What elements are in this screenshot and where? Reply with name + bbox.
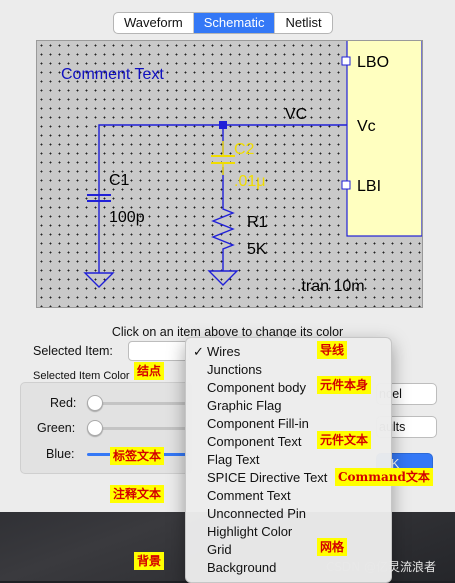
pin-label-lbi[interactable]: LBI (357, 178, 381, 195)
ground-r1[interactable] (207, 270, 239, 286)
color-sliders-group: Red: Green: Blue: (20, 382, 192, 474)
tab-waveform[interactable]: Waveform (114, 13, 194, 33)
green-label: Green: (37, 421, 76, 435)
r1-value[interactable]: 5K (247, 241, 267, 258)
menu-item-background[interactable]: Background (207, 560, 277, 575)
green-slider-knob[interactable] (87, 420, 103, 436)
selected-item-dropdown-menu: ✓Wires Junctions Component body Graphic … (185, 337, 392, 583)
c1-name[interactable]: C1 (109, 172, 130, 189)
menu-item-wires[interactable]: ✓Wires (193, 344, 241, 359)
green-slider-track[interactable] (89, 427, 189, 430)
color-settings-dialog: Waveform Schematic Netlist (0, 0, 455, 512)
r1-name[interactable]: R1 (247, 214, 268, 231)
c2-value[interactable]: .01μ (234, 173, 265, 190)
spice-directive-text[interactable]: .tran 10m (297, 278, 365, 295)
tab-schematic[interactable]: Schematic (193, 13, 276, 33)
pin-label-vc[interactable]: Vc (357, 118, 376, 135)
menu-item-spice-directive-text[interactable]: SPICE Directive Text (207, 470, 328, 485)
annotation-component-body: 元件本身 (317, 376, 372, 394)
annotation-grid: 网格 (317, 538, 348, 556)
selected-item-label: Selected Item: (33, 344, 113, 358)
tab-segmented-control: Waveform Schematic Netlist (113, 12, 333, 34)
pin-lbo-square[interactable] (341, 56, 351, 66)
menu-item-flag-text[interactable]: Flag Text (207, 452, 260, 467)
annotation-comment-text: 注释文本 (110, 485, 165, 503)
junction-dot[interactable] (219, 121, 227, 129)
ground-c1[interactable] (83, 272, 115, 288)
checkmark-icon: ✓ (193, 344, 204, 359)
annotation-background: 背景 (134, 552, 165, 570)
blue-label: Blue: (46, 447, 75, 461)
annotation-component-text: 元件文本 (317, 431, 372, 449)
c2-name[interactable]: C2 (234, 141, 255, 158)
annotation-command-text: Command文本 (335, 468, 433, 486)
annotation-wires: 导线 (317, 341, 348, 359)
annotation-junctions: 结点 (134, 362, 165, 380)
symbol-body[interactable] (346, 41, 422, 237)
help-text: Click on an item above to change its col… (111, 325, 344, 339)
menu-item-grid[interactable]: Grid (207, 542, 232, 557)
menu-item-unconnected-pin[interactable]: Unconnected Pin (207, 506, 307, 521)
menu-item-component-fill-in[interactable]: Component Fill-in (207, 416, 309, 431)
menu-item-junctions[interactable]: Junctions (207, 362, 262, 377)
pin-lbi-square[interactable] (341, 180, 351, 190)
tab-netlist[interactable]: Netlist (285, 15, 322, 30)
c1-value[interactable]: 100p (109, 209, 145, 226)
selected-item-color-label: Selected Item Color (33, 370, 130, 382)
menu-item-comment-text[interactable]: Comment Text (207, 488, 291, 503)
watermark-text: CSDN @亿灵流浪者 (326, 560, 437, 574)
annotation-flag-text: 标签文本 (110, 447, 165, 465)
menu-item-component-body[interactable]: Component body (207, 380, 307, 395)
selected-item-popup[interactable] (128, 341, 190, 361)
schematic-preview-canvas[interactable]: Comment Text VC LBO Vc LBI C1 100p C2 .0… (36, 40, 423, 308)
red-label: Red: (50, 396, 77, 410)
wire-top[interactable] (98, 124, 347, 251)
net-label-vc[interactable]: VC (285, 106, 307, 123)
red-slider-knob[interactable] (87, 395, 103, 411)
menu-item-graphic-flag[interactable]: Graphic Flag (207, 398, 282, 413)
menu-item-highlight-color[interactable]: Highlight Color (207, 524, 293, 539)
pin-label-lbo[interactable]: LBO (357, 54, 389, 71)
r1-resistor[interactable] (211, 201, 235, 257)
menu-item-component-text[interactable]: Component Text (207, 434, 302, 449)
schematic-drawing: Comment Text VC LBO Vc LBI C1 100p C2 .0… (61, 41, 422, 295)
red-slider-track[interactable] (89, 402, 189, 405)
comment-text[interactable]: Comment Text (61, 66, 164, 83)
